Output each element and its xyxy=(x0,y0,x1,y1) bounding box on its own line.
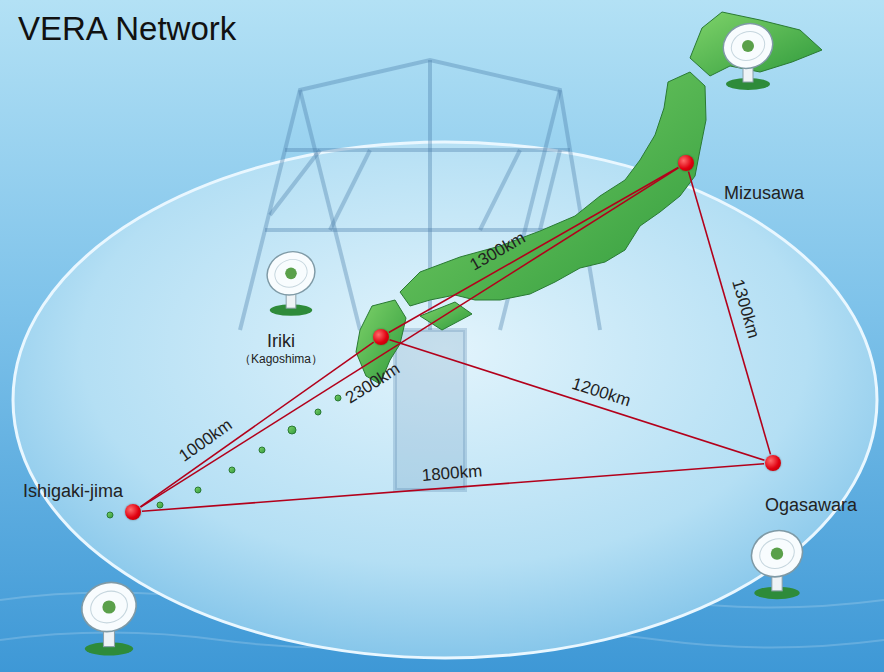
station-name: Iriki xyxy=(267,331,295,352)
station-name: Ishigaki-jima xyxy=(23,481,123,502)
distance-label: 2300km xyxy=(340,359,405,409)
distance-label: 1800km xyxy=(419,462,485,486)
station-dot: Mizusawa xyxy=(678,155,694,171)
station-dot: Iriki（Kagoshima） xyxy=(373,329,389,345)
station-dot: Ishigaki-jima xyxy=(125,504,141,520)
distance-label: 1300km xyxy=(727,275,763,342)
baseline-line xyxy=(140,342,373,507)
antenna-icons xyxy=(75,17,809,656)
distance-label: 1300km xyxy=(465,228,530,276)
baseline-line xyxy=(689,172,771,455)
station-name: （Kagoshima） xyxy=(239,353,323,367)
baseline-line xyxy=(390,340,765,460)
distance-label: 1200km xyxy=(567,374,634,412)
station-name: Ogasawara xyxy=(765,495,857,516)
japan-land xyxy=(107,12,822,518)
title: VERA Network xyxy=(18,10,236,48)
baseline-line xyxy=(389,167,678,332)
station-dot: Ogasawara xyxy=(765,455,781,471)
disc xyxy=(13,142,877,658)
distance-label: 1000km xyxy=(174,415,237,467)
baseline-line xyxy=(141,168,679,507)
station-name: Mizusawa xyxy=(724,183,804,204)
